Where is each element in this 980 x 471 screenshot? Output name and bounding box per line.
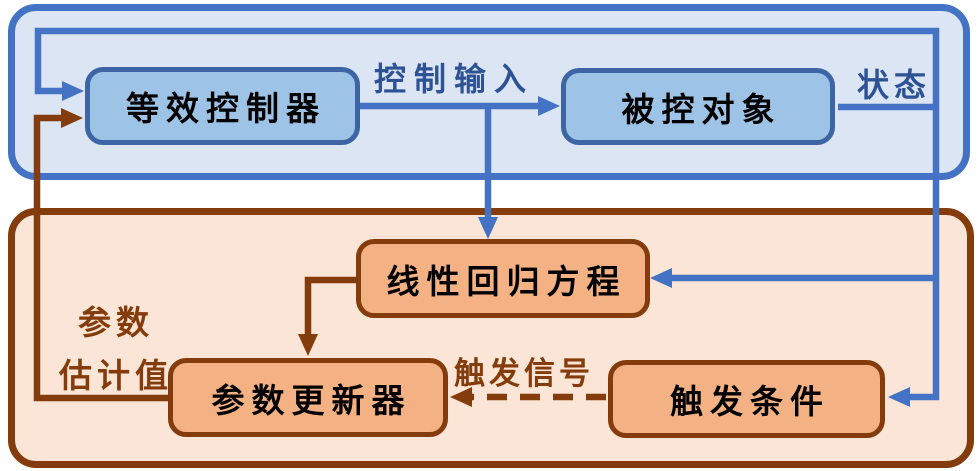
node-parameter-updater-label: 参数更新器: [211, 380, 412, 420]
edge-label-parameter-estimate: 参数 估计值: [42, 296, 190, 402]
node-linear-regression-label: 线性回归方程: [386, 261, 627, 301]
node-trigger-condition-label: 触发条件: [670, 382, 830, 421]
node-equivalent-controller: 等效控制器: [85, 67, 360, 145]
edge-label-parameter-estimate-line1: 参数: [78, 303, 154, 342]
edge-label-trigger-signal: 触发信号: [454, 356, 594, 392]
node-linear-regression: 线性回归方程: [356, 239, 650, 318]
node-controlled-plant: 被控对象: [561, 68, 835, 145]
node-equivalent-controller-label: 等效控制器: [126, 89, 326, 128]
node-parameter-updater: 参数更新器: [168, 358, 448, 437]
edge-label-parameter-estimate-line2: 估计值: [59, 356, 173, 395]
edge-label-state: 状态: [857, 66, 932, 104]
node-controlled-plant-label: 被控对象: [621, 89, 782, 129]
edge-label-control-input: 控制输入: [374, 60, 535, 98]
node-trigger-condition: 触发条件: [608, 360, 885, 438]
